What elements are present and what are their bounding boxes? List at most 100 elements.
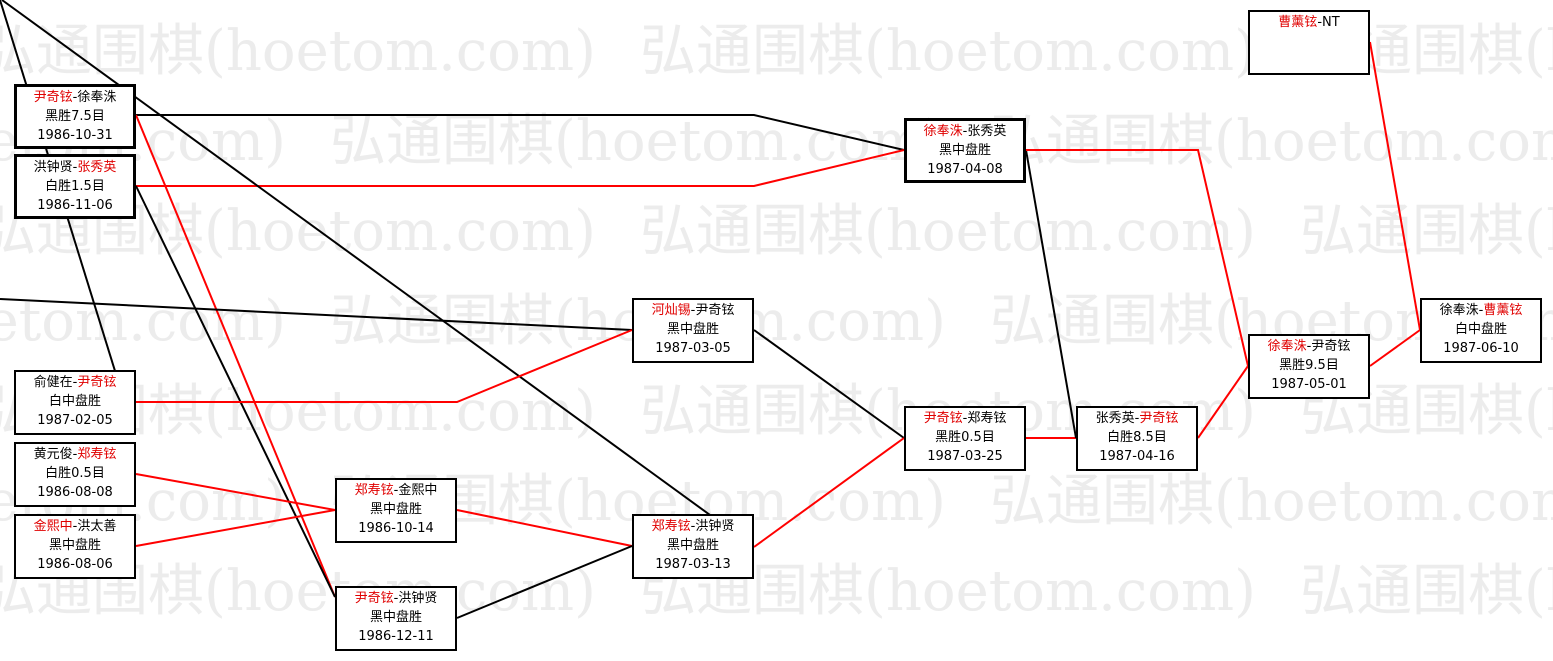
white-player: 张秀英 [967,124,1007,139]
black-player: 黄元俊 [33,447,73,462]
game-box: 郑寿铉-金熙中黑中盘胜 1986-10-14 [335,478,457,543]
game-result: 黑胜0.5目 [935,430,995,445]
watermark-text: 弘通围棋(hoetom.com) [0,19,596,84]
players: 尹奇铉-洪钟贤 [337,589,455,608]
winner-connector-line [456,509,633,547]
black-player: 尹奇铉 [923,411,963,426]
players: 张秀英-尹奇铉 [1078,409,1196,428]
game-result: 黑中盘胜 [369,610,422,625]
players: 徐奉洙-张秀英 [907,122,1023,141]
loser-connector-line [753,329,905,439]
game-result: 黑胜9.5目 [1279,358,1339,373]
black-player: 徐奉洙 [1439,303,1479,318]
game-result: 黑中盘胜 [48,538,101,553]
winner-connector-line [135,509,336,547]
players: 徐奉洙-曹薰铉 [1422,301,1540,320]
separator: - [1478,303,1484,318]
white-player: NT [1322,15,1340,30]
separator: - [393,483,399,498]
winner-connector-line [136,149,905,187]
players: 郑寿铉-洪钟贤 [634,517,752,536]
players: 河灿锡-尹奇铉 [634,301,752,320]
game-date: 1986-12-11 [358,629,434,644]
players: 洪钟贤-张秀英 [17,158,133,177]
game-result: 白中盘胜 [48,394,101,409]
game-result: 白胜0.5目 [45,466,105,481]
white-player: 张秀英 [77,160,117,175]
black-player: 洪钟贤 [33,160,73,175]
white-player: 洪钟贤 [398,591,438,606]
game-box: 尹奇铉-洪钟贤黑中盘胜 1986-12-11 [335,586,457,651]
loser-connector-line [0,298,633,331]
game-box: 尹奇铉-郑寿铉黑胜0.5目 1987-03-25 [904,406,1026,471]
black-player: 河灿锡 [651,303,691,318]
white-player: 洪钟贤 [695,519,735,534]
separator: - [690,303,696,318]
black-player: 郑寿铉 [651,519,691,534]
winner-connector-line [1026,149,1249,367]
separator: - [72,90,78,105]
game-result: 黑中盘胜 [369,502,422,517]
white-player: 尹奇铉 [77,375,117,390]
winner-connector-line [1369,41,1421,331]
separator: - [72,160,78,175]
game-date: 1986-10-14 [358,521,434,536]
game-result: 黑中盘胜 [938,143,991,158]
game-date: 1987-04-08 [927,162,1003,177]
players: 曹薰铉-NT [1250,13,1368,32]
separator: - [962,124,968,139]
watermark-text: 弘通围棋(hoetom.com) [990,469,1553,534]
winner-connector-line [135,114,336,598]
game-date: 1986-10-31 [37,128,113,143]
white-player: 曹薰铉 [1483,303,1523,318]
separator: - [72,519,78,534]
game-box: 张秀英-尹奇铉白胜8.5目 1987-04-16 [1076,406,1198,471]
white-player: 洪太善 [77,519,117,534]
winner-connector-line [135,473,336,511]
winner-connector-line [136,329,633,403]
players: 尹奇铉-郑寿铉 [906,409,1024,428]
black-player: 曹薰铉 [1278,15,1318,30]
game-date: 1987-03-05 [655,341,731,356]
watermark-text: 弘通围棋(hoetom.com) [0,289,286,354]
loser-connector-line [456,545,633,619]
game-date: 1987-04-16 [1099,449,1175,464]
game-result: 黑中盘胜 [666,538,719,553]
black-player: 尹奇铉 [33,90,73,105]
game-result: 白胜1.5目 [45,179,105,194]
winner-connector-line [1369,329,1421,367]
watermark-text: 弘通围棋(hoetom.com) [640,199,1256,264]
game-box: 黄元俊-郑寿铉白胜0.5目 1986-08-08 [14,442,136,507]
white-player: 郑寿铉 [967,411,1007,426]
game-result: 白胜8.5目 [1107,430,1167,445]
watermark-text: 弘通围棋(hoetom.com) [1300,559,1553,624]
players: 郑寿铉-金熙中 [337,481,455,500]
winner-connector-line [753,437,905,548]
game-date: 1987-03-25 [927,449,1003,464]
white-player: 尹奇铉 [695,303,735,318]
black-player: 金熙中 [33,519,73,534]
separator: - [72,447,78,462]
players: 俞健在-尹奇铉 [16,373,134,392]
game-date: 1986-08-08 [37,485,113,500]
black-player: 俞健在 [33,375,73,390]
watermark-text: 弘通围棋(hoetom.com) [1300,199,1553,264]
players: 黄元俊-郑寿铉 [16,445,134,464]
white-player: 金熙中 [398,483,438,498]
game-box: 徐奉洙-张秀英黑中盘胜 1987-04-08 [904,118,1026,183]
black-player: 徐奉洙 [923,124,963,139]
loser-connector-line [135,185,336,598]
watermark-text: 弘通围棋(hoetom.com) [330,109,946,174]
game-date: 1987-02-05 [37,413,113,428]
game-result: 白中盘胜 [1454,322,1507,337]
game-date: 1987-05-01 [1271,377,1347,392]
separator: - [1306,339,1312,354]
white-player: 尹奇铉 [1311,339,1351,354]
